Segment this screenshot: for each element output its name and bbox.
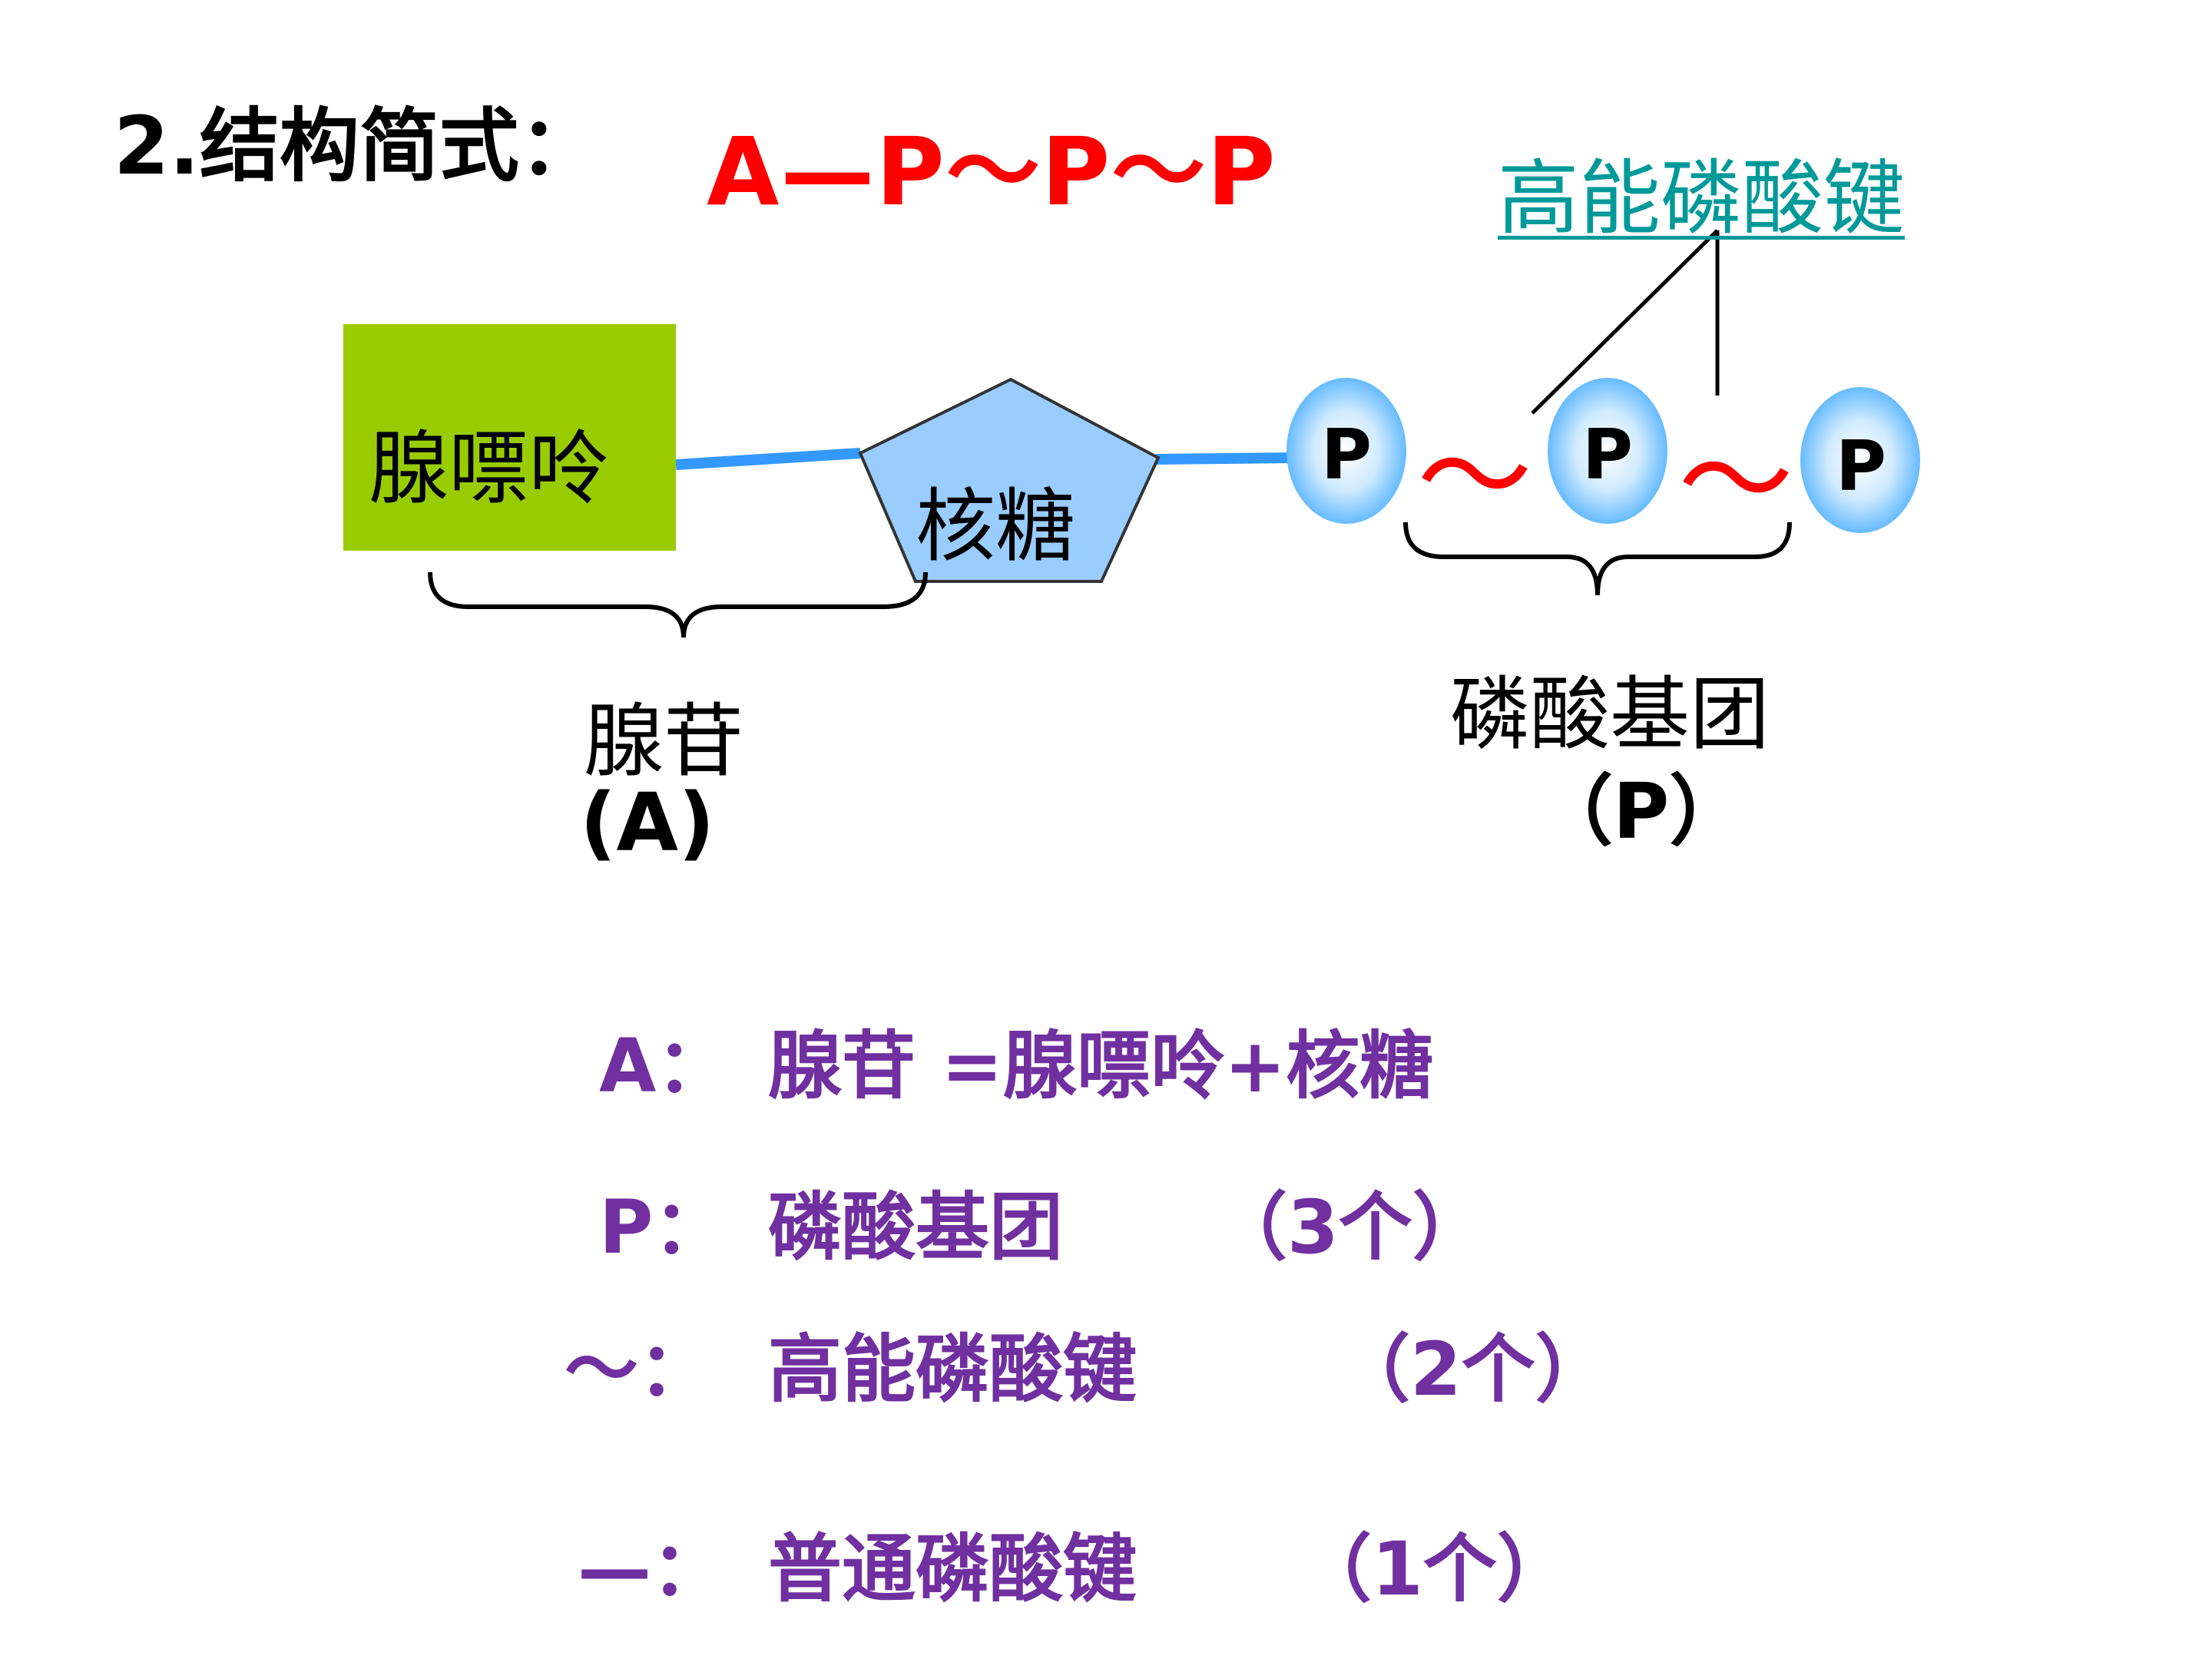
- high-energy-bond-symbol-1: ～: [1417, 411, 1533, 545]
- phosphate-brace: [1403, 522, 1792, 596]
- ribose-pentagon: [858, 377, 1161, 583]
- adenine-label: 腺嘌呤: [369, 422, 609, 515]
- adenosine-name: 腺苷: [584, 694, 744, 788]
- high-energy-bond-symbol-2: ～: [1678, 415, 1794, 548]
- high-energy-bond-label: 高能磷酸键: [1498, 151, 1905, 246]
- legend-count: （2个）: [1336, 1326, 1609, 1412]
- legend-count: （1个）: [1298, 1526, 1571, 1612]
- phosphate-group-name: 磷酸基团: [1450, 667, 1770, 761]
- legend-count: （3个）: [1214, 1184, 1486, 1270]
- legend-definition: 磷酸基团: [768, 1184, 1063, 1270]
- adenine-box: [343, 324, 676, 551]
- phosphate-sphere-2: [1548, 378, 1667, 524]
- structural-formula: A—P～P～P: [707, 118, 1277, 227]
- legend-key: A：: [599, 1023, 730, 1109]
- legend-key: P：: [599, 1184, 727, 1270]
- legend-definition: 高能磷酸键: [768, 1326, 1137, 1412]
- phosphate-label-1: P: [1321, 415, 1372, 495]
- ribose-phosphate-connector: [1155, 452, 1291, 465]
- legend-definition: 腺苷 =腺嘌呤+核糖: [768, 1023, 1434, 1109]
- adenine-ribose-connector: [675, 448, 861, 470]
- phosphate-sphere-1: [1286, 378, 1406, 524]
- phosphate-sphere-3: [1800, 387, 1920, 533]
- adenosine-brace: [428, 571, 928, 638]
- phosphate-group-symbol: （P）: [1536, 767, 1747, 856]
- hb-pointer-left: [1531, 229, 1719, 415]
- legend-key: ～：: [565, 1326, 712, 1412]
- slide-title: 2.结构简式：: [114, 99, 599, 193]
- phosphate-label-2: P: [1582, 415, 1633, 495]
- phosphate-label-3: P: [1836, 426, 1886, 507]
- ribose-label: 核糖: [916, 479, 1076, 573]
- legend-key: —：: [578, 1526, 725, 1612]
- adenosine-symbol: (A): [580, 776, 715, 869]
- legend-definition: 普通磷酸键: [768, 1526, 1137, 1612]
